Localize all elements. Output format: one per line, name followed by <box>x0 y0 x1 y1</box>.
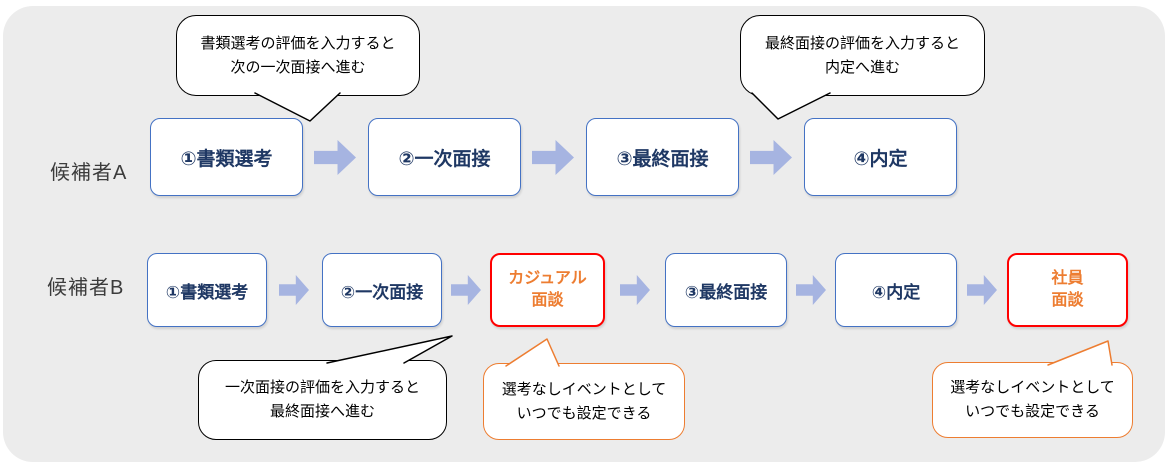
row-label-candidate-a: 候補者A <box>50 162 128 184</box>
step-a-final-interview: ③最終面接 <box>586 118 739 196</box>
callout-text: 選考なしイベントとして いつでも設定できる <box>950 379 1115 420</box>
row-label-candidate-b: 候補者B <box>47 277 125 299</box>
step-a-document-screening: ①書類選考 <box>150 118 303 196</box>
event-b-employee-meeting: 社員 面談 <box>1007 253 1128 327</box>
callout-casual-meeting-note: 選考なしイベントとして いつでも設定できる <box>483 363 685 440</box>
step-b-document-screening: ①書類選考 <box>147 253 267 327</box>
callout-document-screening-note: 書類選考の評価を入力すると 次の一次面接へ進む <box>176 15 420 96</box>
event-b-casual-meeting: カジュアル 面談 <box>490 253 605 327</box>
callout-final-interview-note: 最終面接の評価を入力すると 内定へ進む <box>740 15 985 96</box>
step-b-final-interview: ③最終面接 <box>665 253 787 327</box>
callout-text: 最終面接の評価を入力すると 内定へ進む <box>764 34 960 76</box>
step-a-first-interview: ②一次面接 <box>368 118 521 196</box>
step-b-first-interview: ②一次面接 <box>322 253 442 327</box>
step-b-offer: ④内定 <box>835 253 957 327</box>
callout-first-interview-note: 一次面接の評価を入力すると 最終面接へ進む <box>198 360 447 440</box>
callout-text: 書類選考の評価を入力すると 次の一次面接へ進む <box>200 34 396 76</box>
callout-text: 一次面接の評価を入力すると 最終面接へ進む <box>224 379 420 420</box>
callout-employee-meeting-note: 選考なしイベントとして いつでも設定できる <box>932 362 1133 438</box>
callout-text: 選考なしイベントとして いつでも設定できる <box>501 380 667 422</box>
step-a-offer: ④内定 <box>804 118 957 196</box>
